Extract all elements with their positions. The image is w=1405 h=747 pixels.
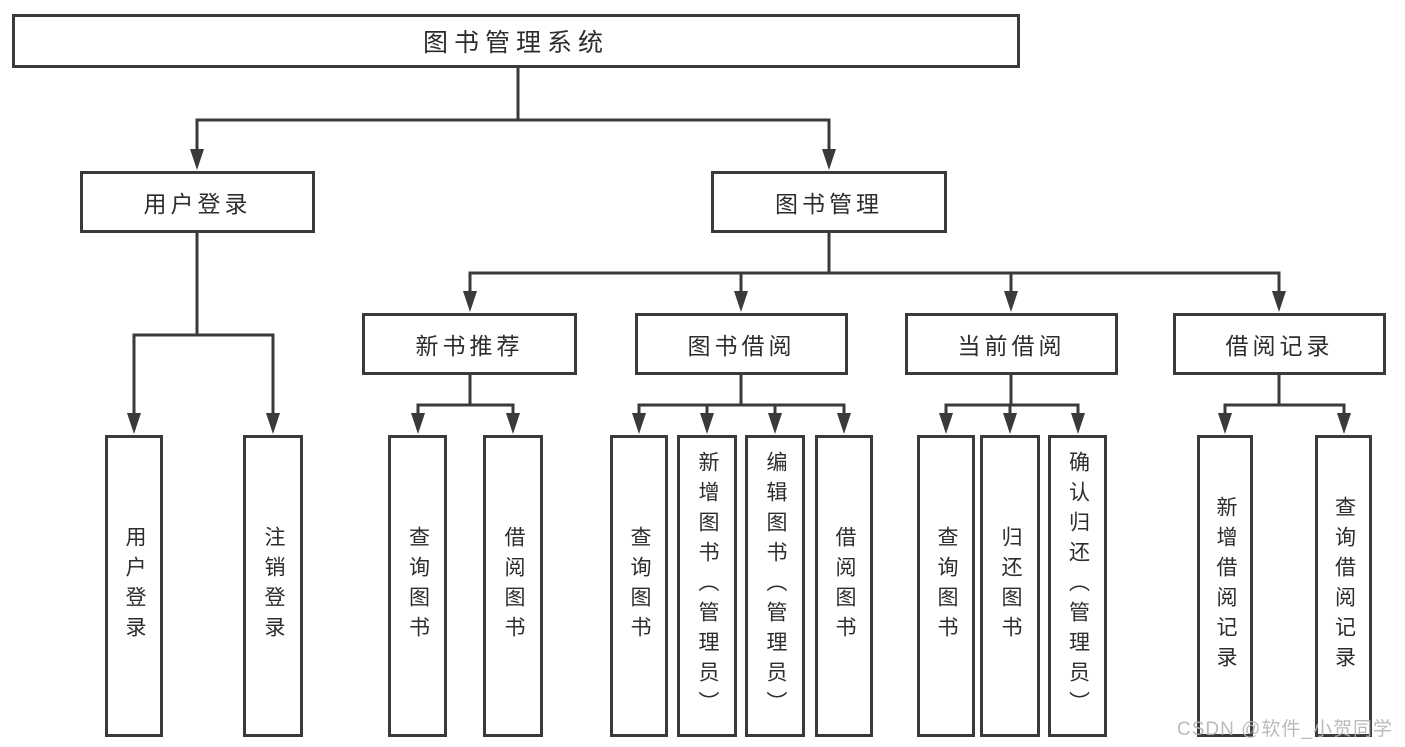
- node-library-management-system: 图书管理系统: [12, 14, 1020, 68]
- csdn-watermark: CSDN @软件_小贺同学: [1177, 719, 1393, 740]
- leaf-user-login: 用户登录: [105, 435, 163, 737]
- connector-borrow-records-group: [1223, 374, 1346, 414]
- node-new-book-recommend: 新书推荐: [362, 313, 577, 375]
- connector-root-to-level2: [195, 67, 831, 150]
- leaf-borrowing-add-books-admin: 新增图书（管理员）: [677, 435, 737, 737]
- leaf-records-add-record: 新增借阅记录: [1197, 435, 1253, 737]
- connector-user-login-group: [132, 232, 275, 414]
- leaf-current-query-books: 查询图书: [917, 435, 975, 737]
- node-borrowing-records: 借阅记录: [1173, 313, 1386, 375]
- leaf-current-return-books: 归还图书: [980, 435, 1040, 737]
- leaf-borrowing-query-books: 查询图书: [610, 435, 668, 737]
- leaf-recommend-query-books: 查询图书: [388, 435, 447, 737]
- leaf-borrowing-borrow-books: 借阅图书: [815, 435, 873, 737]
- node-user-login-branch: 用户登录: [80, 171, 315, 233]
- connector-new-book-group: [416, 374, 515, 414]
- connector-book-management-group: [468, 232, 1281, 292]
- connector-current-borrow-group: [944, 374, 1080, 414]
- leaf-recommend-borrow-books: 借阅图书: [483, 435, 543, 737]
- node-current-borrowing: 当前借阅: [905, 313, 1118, 375]
- leaf-borrowing-edit-books-admin: 编辑图书（管理员）: [745, 435, 805, 737]
- leaf-current-confirm-return-admin: 确认归还（管理员）: [1048, 435, 1107, 737]
- leaf-records-query-record: 查询借阅记录: [1315, 435, 1372, 737]
- node-book-management-branch: 图书管理: [711, 171, 947, 233]
- leaf-logout: 注销登录: [243, 435, 303, 737]
- connector-book-borrow-group: [637, 374, 846, 414]
- node-book-borrowing: 图书借阅: [635, 313, 848, 375]
